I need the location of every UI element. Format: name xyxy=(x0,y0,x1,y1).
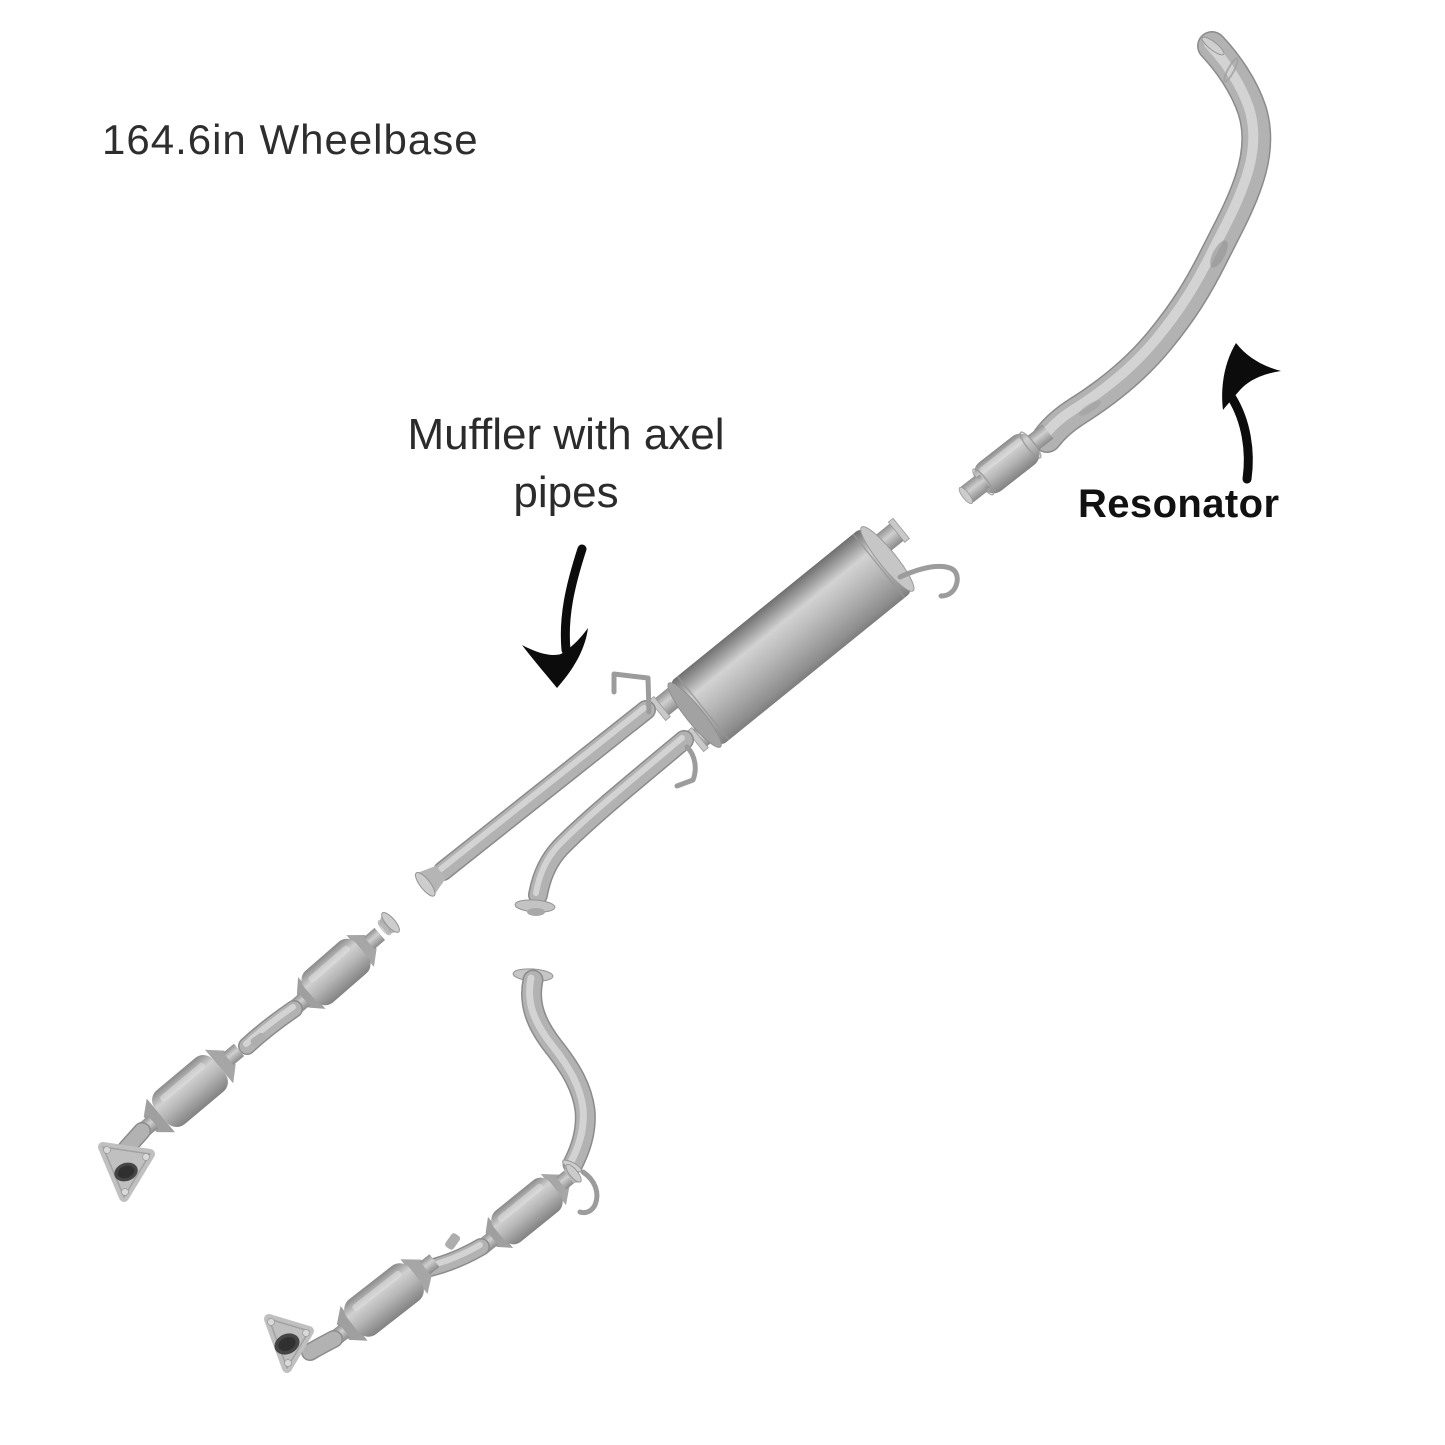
resonator-label: Resonator xyxy=(1078,482,1280,526)
axle-pipe-upper-hanger xyxy=(611,671,652,715)
axle-pipe-upper xyxy=(414,671,652,897)
muffler-end-cap-left xyxy=(667,682,722,748)
tailpipe-tip-collar xyxy=(1223,57,1239,83)
front-pipe-left-bell-end xyxy=(377,912,400,936)
catalytic-converter-rear-lower xyxy=(476,1163,582,1254)
resonator-part xyxy=(958,424,1054,505)
muffler xyxy=(648,517,915,753)
resonator-body xyxy=(974,433,1040,494)
front-pipe-lower-assembly xyxy=(264,1163,582,1373)
front-flange-lower xyxy=(264,1314,314,1373)
catalytic-converter-rear-left xyxy=(288,927,386,1015)
downpipe-hanger-rod xyxy=(577,1169,600,1216)
catalytic-converter-front-left xyxy=(137,1043,245,1137)
axle-pipe-lower xyxy=(514,738,698,916)
muffler-label-line2: pipes xyxy=(513,468,619,517)
muffler-label-line1: Muffler with axel xyxy=(407,410,725,459)
muffler-shell xyxy=(671,529,911,745)
tailpipe xyxy=(1044,35,1256,438)
axle-pipe-lower-hanger xyxy=(674,744,698,789)
axle-pipe-upper-bell-end xyxy=(414,865,446,897)
front-pipe-left-assembly xyxy=(98,912,400,1202)
front-flange-left xyxy=(98,1142,155,1202)
pipe-nub-lower xyxy=(445,1233,461,1250)
tailpipe-weld-mark xyxy=(1210,240,1228,268)
tailpipe-weld-mark-2 xyxy=(1078,400,1102,416)
catalytic-converter-front-lower xyxy=(328,1254,440,1346)
muffler-hanger-bracket xyxy=(897,563,960,599)
pipe-nub-left xyxy=(250,1032,266,1047)
wheelbase-label: 164.6in Wheelbase xyxy=(102,116,479,163)
resonator-arrow-icon xyxy=(1222,343,1281,484)
tailpipe-tip-cut xyxy=(1201,36,1225,56)
muffler-arrow-icon xyxy=(522,544,588,688)
muffler-label: Muffler with axel pipes xyxy=(375,406,757,522)
